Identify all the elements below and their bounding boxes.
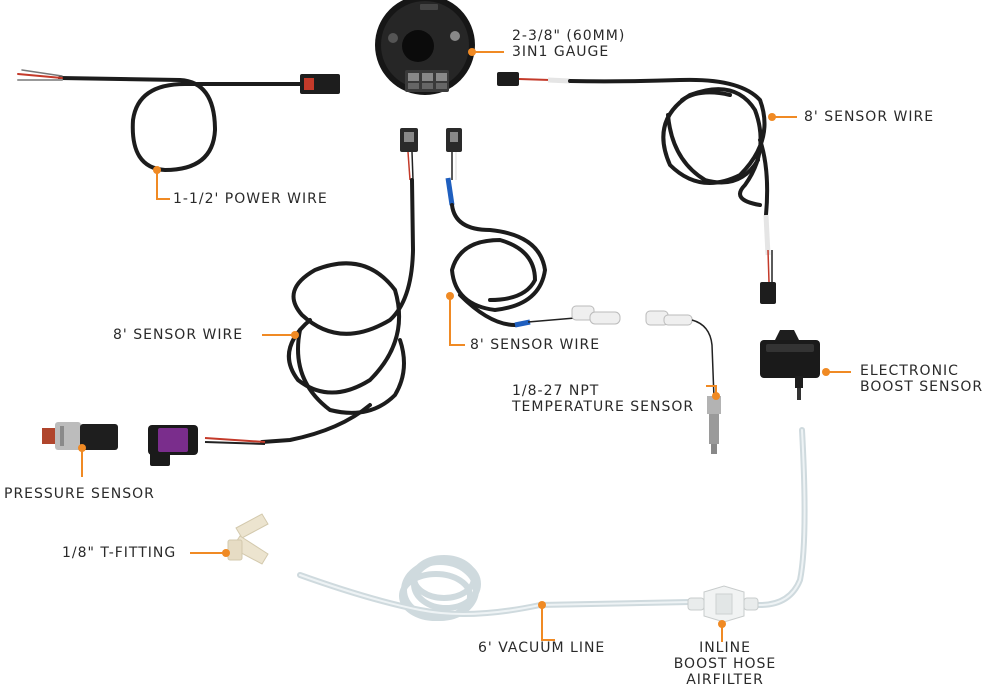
sensor-wire-top-label: 8' SENSOR WIRE — [804, 109, 935, 125]
sensor-wire-mid-label: 8' SENSOR WIRE — [470, 337, 601, 353]
t-fitting-label: 1/8" T-FITTING — [62, 545, 177, 561]
pressure-sensor-connector — [148, 425, 198, 466]
callout-leaders — [81, 51, 851, 642]
sensor-connector-2 — [446, 128, 462, 180]
gauge-label: 2-3/8" (60MM) 3IN1 GAUGE — [512, 28, 625, 60]
temperature-sensor-body — [645, 310, 721, 454]
boost-sensor-body — [760, 330, 820, 400]
pressure-sensor-body — [42, 422, 118, 450]
t-fitting-body — [227, 513, 269, 565]
vacuum-line-label: 6' VACUUM LINE — [478, 640, 606, 656]
temp-sensor-label-line-2: TEMPERATURE SENSOR — [512, 399, 695, 415]
boost-sensor-label-line-1: ELECTRONIC — [860, 363, 959, 379]
gauge-label-line-2: 3IN1 GAUGE — [512, 44, 610, 60]
airfilter-label-line-2: BOOST HOSE — [673, 656, 777, 672]
left-sensor-wire-coil — [260, 178, 416, 444]
power-wire — [17, 69, 302, 173]
boost-sensor-label: ELECTRONIC BOOST SENSOR — [860, 363, 983, 395]
airfilter-label-line-3: AIRFILTER — [686, 672, 764, 688]
airfilter-label: INLINE BOOST HOSE AIRFILTER — [660, 640, 790, 688]
sensor-connector-1 — [400, 128, 418, 181]
inline-airfilter-body — [687, 585, 759, 623]
gauge-wire-connector — [497, 72, 519, 86]
gauge-body — [375, 0, 475, 95]
temp-sensor-label: 1/8-27 NPT TEMPERATURE SENSOR — [512, 383, 694, 415]
temp-sensor-label-line-1: 1/8-27 NPT — [512, 383, 600, 399]
sensor-wire-left-label: 8' SENSOR WIRE — [113, 327, 244, 343]
top-right-wire-connector — [760, 282, 776, 304]
top-right-sensor-wire-coil — [568, 77, 770, 217]
pressure-sensor-label: PRESSURE SENSOR — [4, 486, 155, 502]
boost-sensor-label-line-2: BOOST SENSOR — [860, 379, 984, 395]
gauge-label-line-1: 2-3/8" (60MM) — [512, 28, 626, 44]
temp-wire-terminal — [571, 305, 621, 325]
callout-dots — [78, 48, 830, 628]
power-wire-label: 1-1/2' POWER WIRE — [173, 191, 328, 207]
airfilter-label-line-1: INLINE — [699, 640, 751, 656]
middle-sensor-wire-coil — [449, 203, 548, 327]
